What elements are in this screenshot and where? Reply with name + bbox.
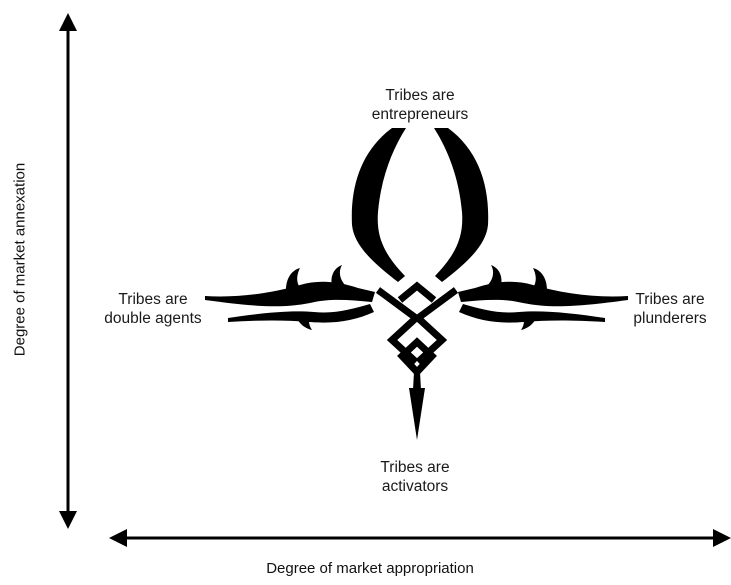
central-knot	[378, 286, 456, 372]
x-axis-label: Degree of market appropriation	[220, 560, 520, 577]
label-plunderers-line-2: plunderers	[610, 309, 730, 328]
label-double-agents-line-2: double agents	[78, 309, 228, 328]
right-spike-2	[487, 265, 502, 286]
label-entrepreneurs-line-2: entrepreneurs	[340, 105, 500, 124]
right-horn	[434, 128, 488, 282]
label-plunderers-line-1: Tribes are	[610, 290, 730, 309]
left-spike-2	[331, 265, 346, 286]
spear-tip	[409, 388, 425, 440]
label-entrepreneurs-line-1: Tribes are	[340, 86, 500, 105]
label-entrepreneurs: Tribes are entrepreneurs	[340, 86, 500, 124]
tribal-ornament	[205, 128, 628, 440]
label-activators-line-2: activators	[340, 477, 490, 496]
spear-shaft	[413, 372, 421, 390]
label-plunderers: Tribes are plunderers	[610, 290, 730, 328]
y-axis-label-text: Degree of market annexation	[12, 150, 29, 370]
label-double-agents: Tribes are double agents	[78, 290, 228, 328]
left-horn	[352, 128, 406, 282]
label-activators: Tribes are activators	[340, 458, 490, 496]
label-activators-line-1: Tribes are	[340, 458, 490, 477]
label-double-agents-line-1: Tribes are	[78, 290, 228, 309]
